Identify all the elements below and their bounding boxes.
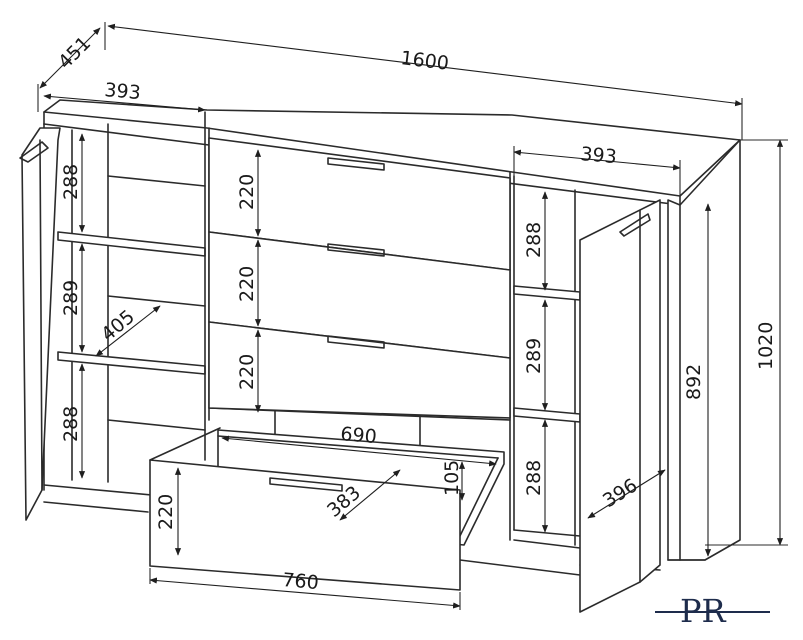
label-open-drawer-front: 220 <box>155 494 177 530</box>
label-right-shelf-1: 288 <box>523 222 545 258</box>
label-inner-height: 892 <box>683 364 705 400</box>
left-door <box>19 127 61 521</box>
label-left-shelf-3: 288 <box>60 406 82 442</box>
label-drawer-front-width: 760 <box>282 569 320 594</box>
label-drawer-inner-height: 105 <box>441 460 463 496</box>
dimension-lines <box>37 22 788 610</box>
label-total-width: 1600 <box>399 47 450 75</box>
logo-text: PR <box>680 592 727 630</box>
drawer-3-front <box>208 321 511 419</box>
right-side-panel <box>667 139 741 561</box>
label-right-shelf-3: 288 <box>523 460 545 496</box>
label-left-shelf-2: 289 <box>60 280 82 316</box>
drawer-2-handle <box>327 243 385 257</box>
right-shelf-1 <box>513 285 581 301</box>
left-shelf-2 <box>57 351 206 375</box>
label-left-shelf-1: 288 <box>60 164 82 200</box>
left-door-handle <box>19 141 49 163</box>
left-shelf-1 <box>57 231 206 257</box>
drawer-1-handle <box>327 157 385 171</box>
label-shelf-depth: 405 <box>97 306 139 346</box>
right-door-panel <box>579 199 661 613</box>
cabinet-body <box>43 99 741 576</box>
label-height: 1020 <box>755 322 777 370</box>
label-drawer-2: 220 <box>236 266 258 302</box>
label-right-width: 393 <box>580 143 618 168</box>
label-left-width: 393 <box>104 79 142 104</box>
label-drawer-inner-width: 690 <box>340 423 378 448</box>
closed-drawers <box>208 137 511 419</box>
right-door-handle <box>619 213 651 237</box>
label-drawer-3: 220 <box>236 354 258 390</box>
label-right-shelf-2: 289 <box>523 338 545 374</box>
brand-logo: PR <box>655 592 770 630</box>
right-door <box>579 199 661 613</box>
label-drawer-1: 220 <box>236 174 258 210</box>
right-shelf-2 <box>513 407 581 423</box>
drawer-3-handle <box>327 335 385 349</box>
dimension-labels: 451 1600 393 393 1020 892 288 289 288 40… <box>54 32 777 594</box>
